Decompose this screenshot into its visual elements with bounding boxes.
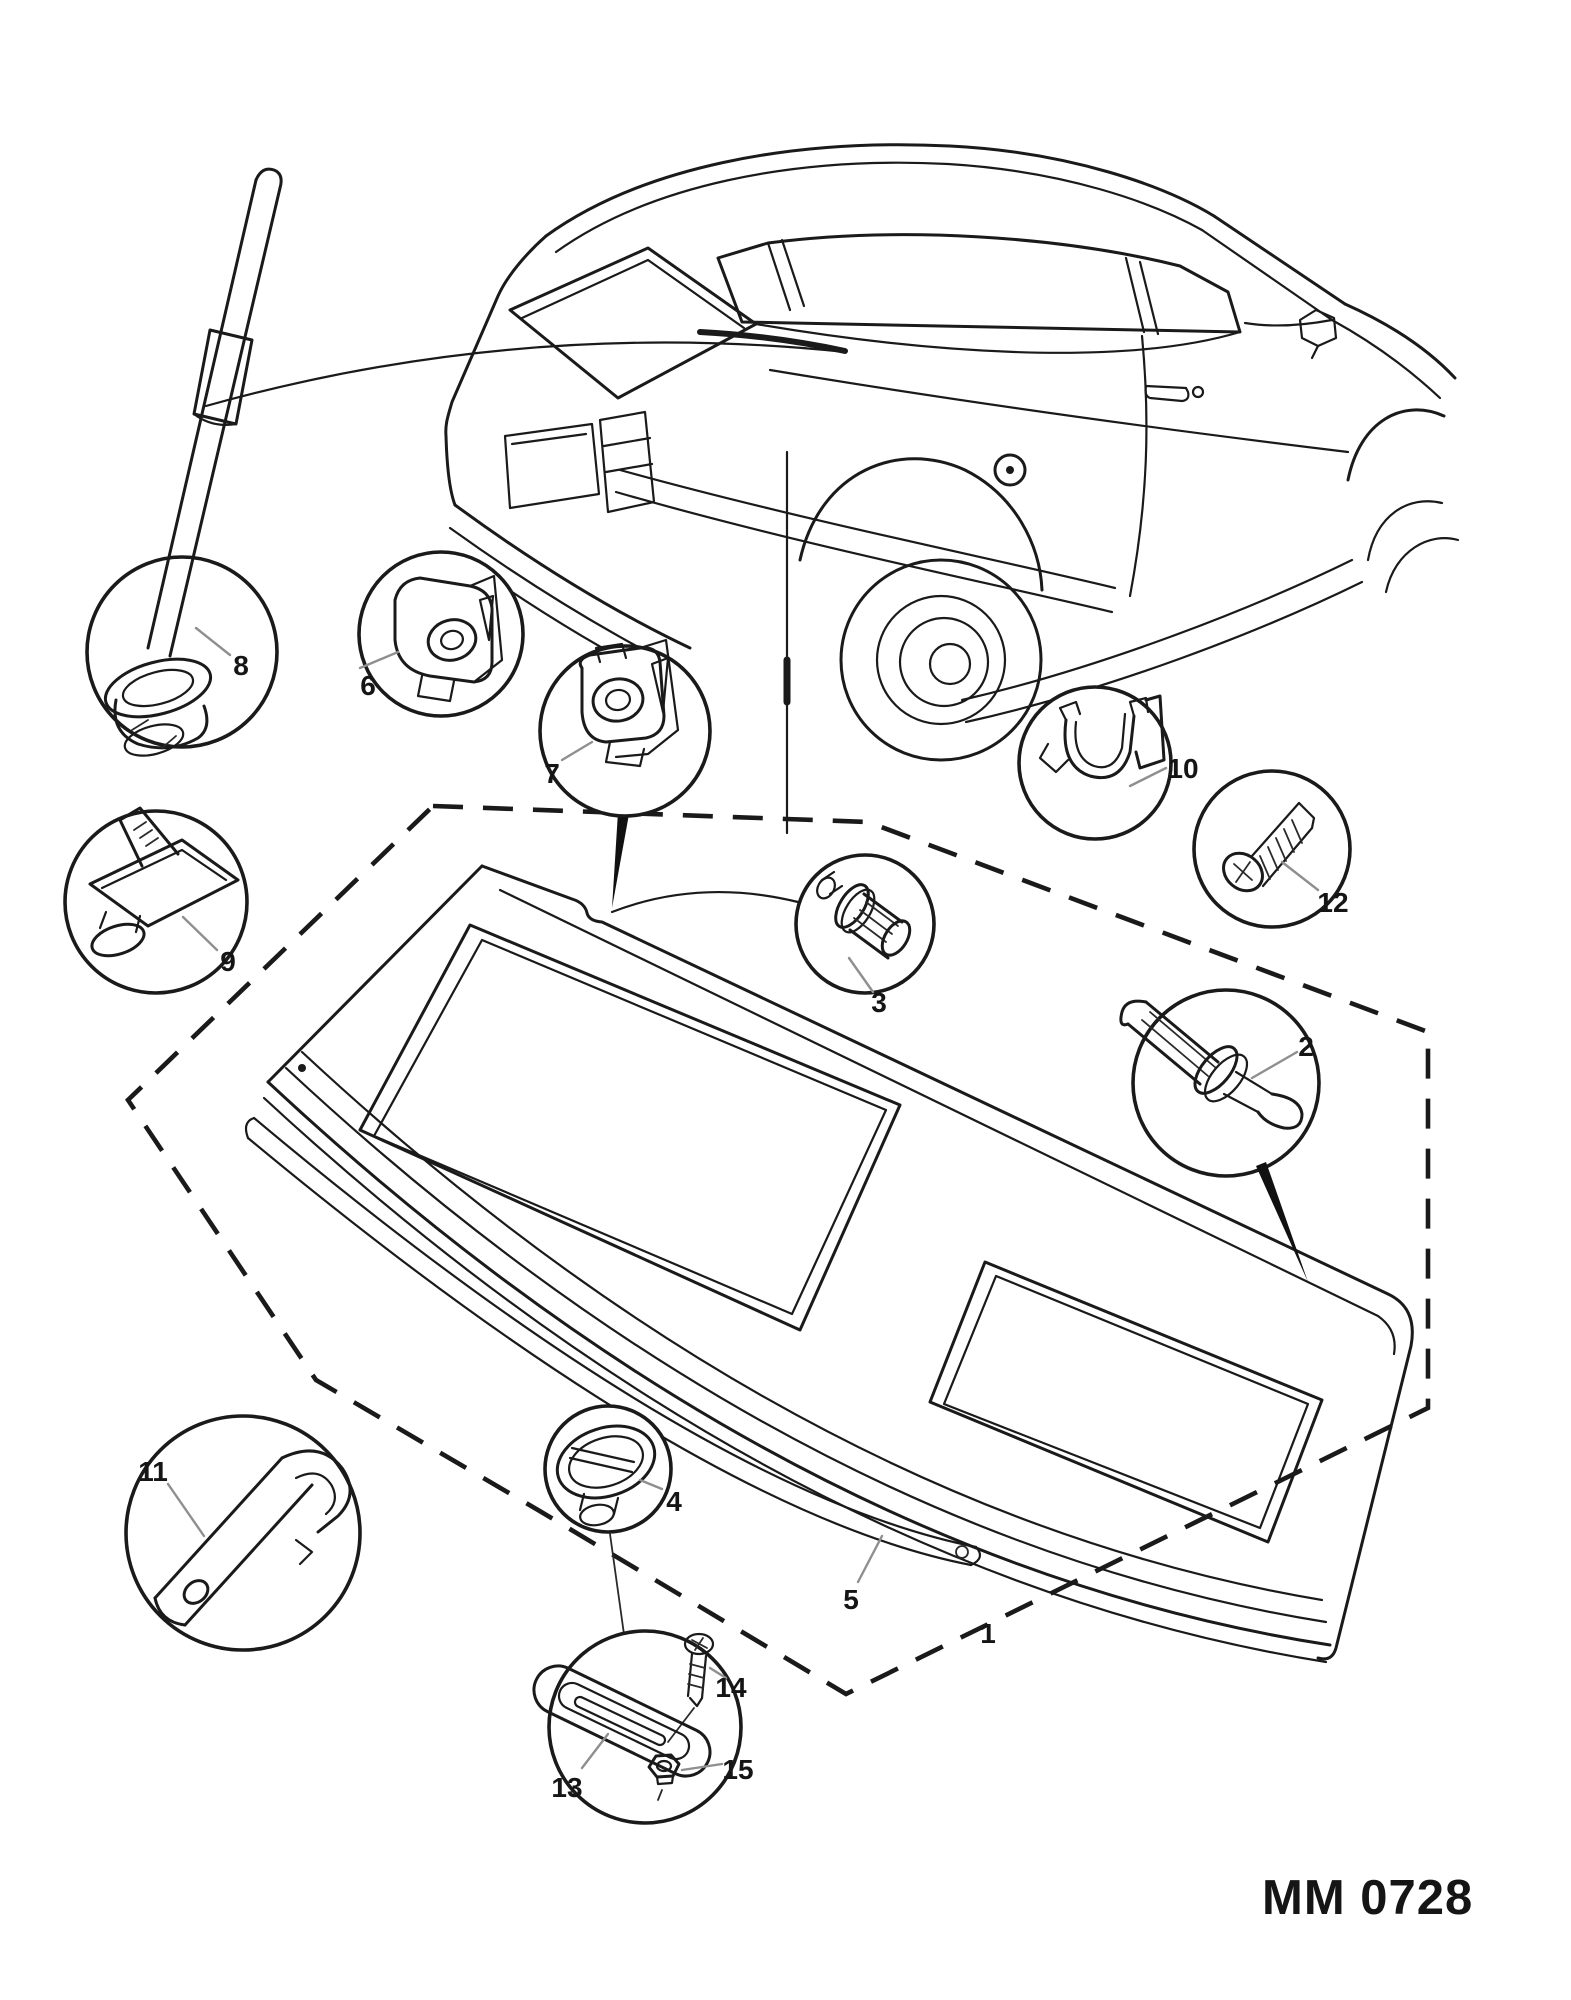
part-number-label-5: 5 (843, 1584, 859, 1615)
part-number-label-9: 9 (220, 946, 236, 977)
part-number-label-10: 10 (1167, 753, 1198, 784)
callout-circle-2 (1131, 988, 1321, 1178)
part-number-label-2: 2 (1298, 1031, 1314, 1062)
dashed-boundary (125, 803, 1431, 1697)
pointer-wedge-2 (1256, 1162, 1308, 1282)
part-number-label-1: 1 (980, 1618, 996, 1649)
car-rear-illustration (444, 143, 1460, 762)
part-number-label-6: 6 (360, 670, 376, 701)
support-rod-part-8 (103, 167, 283, 757)
screw-part-12 (1222, 801, 1316, 893)
plate-screw-nut-parts-13-14-15 (532, 1632, 715, 1801)
part-number-label-14: 14 (715, 1672, 747, 1703)
part-number-label-7: 7 (544, 758, 560, 789)
callout-circle-8 (85, 555, 279, 749)
callout-circle-3 (794, 853, 936, 995)
part-number-label-12: 12 (1317, 887, 1348, 918)
callout-circle-6 (357, 550, 525, 718)
clip-part-9 (88, 806, 240, 958)
label-leader-lines (166, 626, 1320, 1772)
rivet-part-2 (1119, 999, 1304, 1130)
retaining-clip-part-10 (1038, 694, 1166, 779)
pivot-bracket-part-7 (578, 638, 680, 768)
push-pin-part-3 (816, 870, 912, 960)
pointer-curve-3 (610, 890, 800, 914)
part-number-label-11: 11 (138, 1456, 168, 1487)
part-number-label-15: 15 (722, 1754, 753, 1785)
locator-lines (204, 329, 848, 835)
stud-part-4 (555, 1424, 657, 1527)
callout-circle-7 (538, 644, 712, 818)
part-number-label-13: 13 (551, 1772, 582, 1803)
callout-circle-12 (1192, 769, 1352, 929)
part-number-label-4: 4 (666, 1486, 682, 1517)
pivot-bracket-part-6 (393, 574, 504, 703)
figure-reference-code: MM 0728 (1262, 1871, 1473, 1925)
part-number-label-3: 3 (871, 987, 887, 1018)
part-number-label-8: 8 (233, 650, 249, 681)
pointer-wedge-7 (612, 812, 629, 908)
hook-bracket-part-11 (153, 1449, 352, 1627)
callout-circle-9 (63, 809, 249, 995)
